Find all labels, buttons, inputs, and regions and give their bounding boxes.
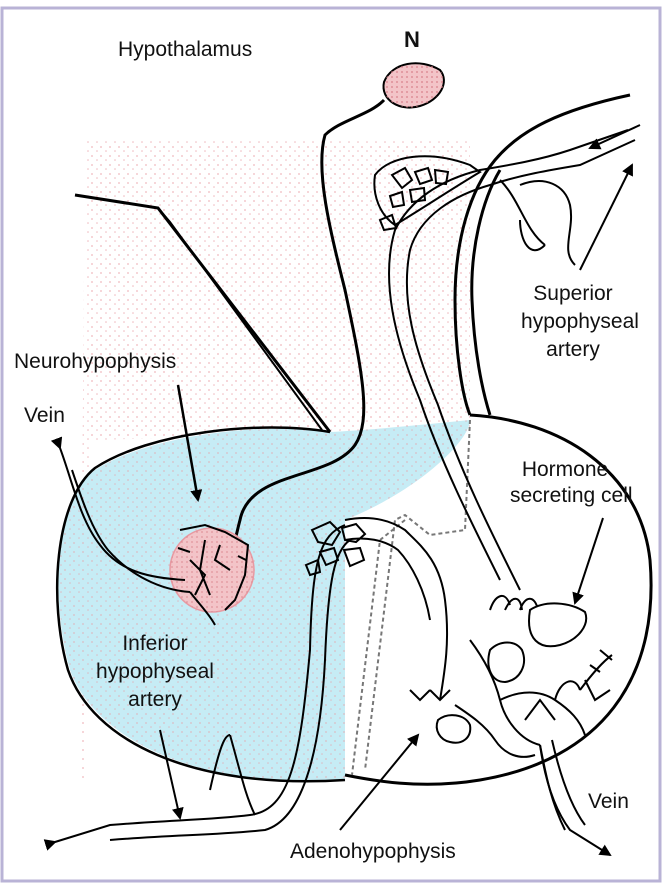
superior-artery-arrow-head xyxy=(590,125,640,148)
label-superior-artery-2: hypophyseal xyxy=(505,310,655,334)
label-adenohypophysis: Adenohypophysis xyxy=(290,840,456,864)
label-hypothalamus: Hypothalamus xyxy=(118,38,252,62)
label-inferior-artery-3: artery xyxy=(90,688,220,712)
label-inferior-artery-1: Inferior xyxy=(90,632,220,656)
portal-vessel-a xyxy=(345,518,447,700)
label-superior-artery-1: Superior xyxy=(508,282,638,306)
hormone-cell-1 xyxy=(529,603,586,646)
label-hormone-cell-2: secreting cell xyxy=(510,484,633,508)
hormone-cell-3 xyxy=(437,715,471,743)
infundibulum-boundary xyxy=(455,95,630,415)
label-nucleus-n: N xyxy=(404,28,420,52)
label-vein-left: Vein xyxy=(24,404,65,428)
label-inferior-artery-2: hypophyseal xyxy=(80,660,230,684)
label-neurohypophysis: Neurohypophysis xyxy=(14,350,176,374)
hormone-cell-pointer xyxy=(575,518,603,603)
lobe-boundary-2 xyxy=(352,520,405,775)
label-superior-artery-3: artery xyxy=(508,338,638,362)
hormone-cell-2 xyxy=(488,643,524,683)
label-vein-right: Vein xyxy=(588,790,629,814)
label-hormone-cell-1: Hormone xyxy=(505,458,625,482)
superior-artery-pointer xyxy=(580,165,632,270)
neurohypophysis-stipple xyxy=(59,420,470,781)
infundibulum-boundary-inner xyxy=(472,170,500,415)
superior-artery-branches xyxy=(500,180,575,265)
